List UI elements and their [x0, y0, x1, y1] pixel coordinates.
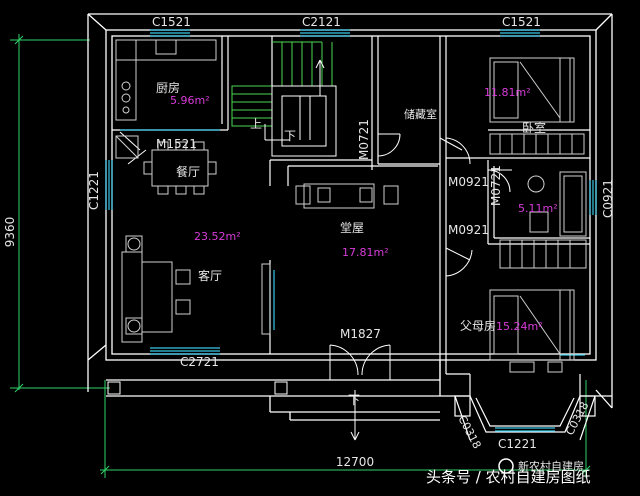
room-area-kitchen: 5.96m² [170, 94, 210, 107]
watermark-logo: 新农村自建房 [498, 458, 584, 474]
window-label-c1221-bottom: C1221 [498, 437, 537, 451]
room-area-hall: 17.81m² [342, 246, 389, 259]
room-name-kitchen: 厨房 [156, 80, 180, 95]
window-label-c2721: C2721 [180, 355, 219, 369]
window-label-c0921-right: C0921 [601, 179, 615, 218]
height-dimension: 9360 [3, 217, 17, 248]
room-area-bath: 5.11m² [518, 202, 558, 215]
watermark-logo-text: 新农村自建房 [518, 459, 584, 473]
window-label-c1521-kitchen: C1521 [152, 15, 191, 29]
window-label-c0318-left: C0318 [455, 413, 483, 451]
bay-window [454, 395, 596, 441]
room-name-dining: 餐厅 [176, 164, 200, 179]
door-label-m0921-lower: M0921 [448, 223, 489, 237]
watermark-source: 头条号 / 农村自建房图纸 [426, 468, 591, 486]
room-name-storage: 储藏室 [404, 107, 437, 121]
door-label-m1827: M1827 [340, 327, 381, 341]
stair-down-label: 下 [284, 129, 296, 143]
room-name-parents: 父母房 [460, 318, 496, 333]
window-marks [105, 29, 597, 432]
room-area-living: 23.52m² [194, 230, 241, 243]
stair-up-label: 上 [250, 117, 262, 131]
furniture [115, 39, 587, 373]
door-label-m0721-bath: M0721 [489, 165, 503, 206]
room-area-parents: 15.24m² [496, 320, 543, 333]
exterior-walls [87, 13, 613, 421]
entrance-down-label: 下 [348, 393, 360, 407]
door-label-m0721-storage: M0721 [357, 119, 371, 160]
door-marks [119, 131, 512, 380]
room-area-bedroom: 11.81m² [484, 86, 531, 99]
width-dimension: 12700 [336, 455, 374, 469]
staircase [231, 41, 360, 441]
room-name-bedroom: 卧室 [522, 120, 546, 135]
door-label-m1521: M1521 [156, 137, 197, 151]
window-label-c2121: C2121 [302, 15, 341, 29]
porch-columns [107, 381, 288, 395]
window-label-c1521-bedroom: C1521 [502, 15, 541, 29]
room-name-living: 客厅 [198, 268, 222, 283]
room-name-hall: 堂屋 [340, 221, 364, 235]
window-label-c1221-left: C1221 [87, 171, 101, 210]
dimension-lines [10, 34, 591, 478]
door-label-m0921-upper: M0921 [448, 175, 489, 189]
